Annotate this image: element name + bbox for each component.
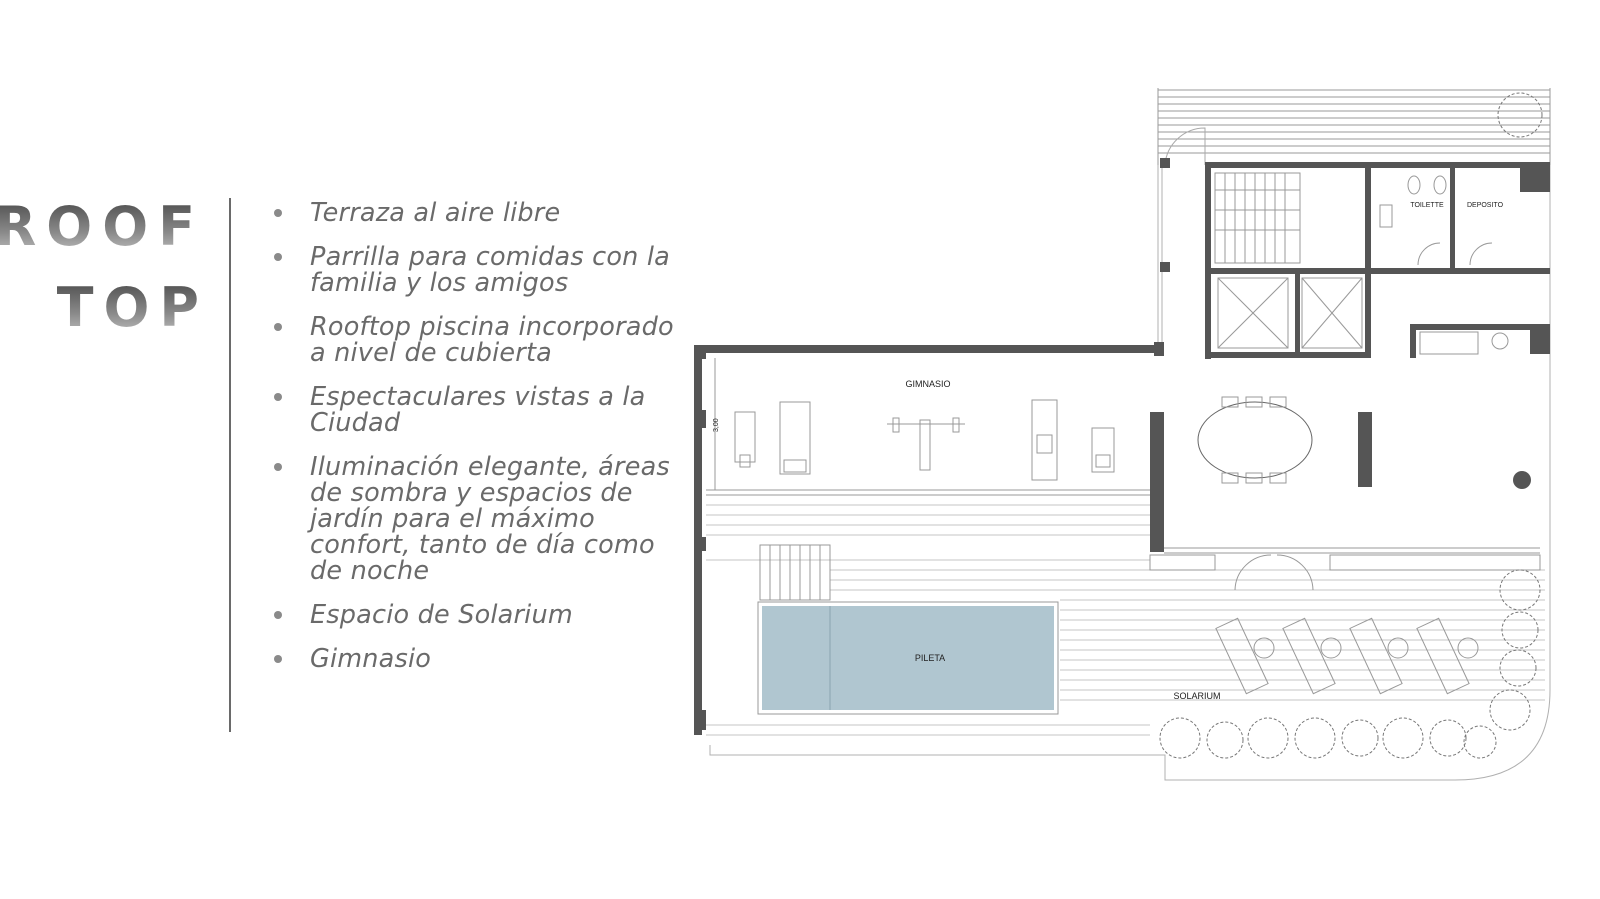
label-gym: GIMNASIO	[905, 379, 950, 389]
label-toilet: TOILETTE	[1410, 202, 1444, 209]
feature-item: Rooftop piscina incorporado a nivel de c…	[272, 314, 692, 366]
bullet-icon	[274, 655, 282, 663]
service-core	[1160, 158, 1550, 359]
feature-item: Parrilla para comidas con la familia y l…	[272, 244, 692, 296]
feature-text: Rooftop piscina incorporado a nivel de c…	[310, 312, 674, 368]
sun-loungers	[1215, 617, 1479, 695]
feature-list: Terraza al aire libre Parrilla para comi…	[272, 200, 692, 690]
bullet-icon	[274, 323, 282, 331]
heading-line-1: ROOF	[0, 200, 205, 254]
upper-terrace	[1157, 88, 1551, 165]
double-door-icon	[1234, 554, 1314, 591]
feature-item: Gimnasio	[272, 646, 692, 672]
outer-boundary	[709, 165, 1551, 781]
door-arc-icon	[1164, 127, 1206, 166]
heading-line-2: TOP	[56, 276, 209, 339]
label-solarium: SOLARIUM	[1173, 691, 1220, 701]
feature-item: Espectaculares vistas a la Ciudad	[272, 384, 692, 436]
bullet-icon	[274, 209, 282, 217]
feature-text: Parrilla para comidas con la familia y l…	[310, 242, 670, 298]
label-dimension: 3,00	[713, 418, 720, 432]
bullet-icon	[274, 393, 282, 401]
feature-item: Espacio de Solarium	[272, 602, 692, 628]
label-pool: PILETA	[915, 653, 945, 663]
label-storage: DEPOSITO	[1467, 202, 1504, 209]
feature-item: Terraza al aire libre	[272, 200, 692, 226]
dining-table	[1197, 401, 1313, 479]
feature-text: Espectaculares vistas a la Ciudad	[310, 382, 646, 438]
feature-item: Iluminación elegante, áreas de sombra y …	[272, 454, 692, 584]
bullet-icon	[274, 463, 282, 471]
divider-line	[229, 198, 231, 732]
feature-text: Iluminación elegante, áreas de sombra y …	[310, 452, 670, 586]
bullet-icon	[274, 253, 282, 261]
stairs	[1214, 172, 1301, 264]
column-icon	[1513, 471, 1531, 489]
feature-text: Gimnasio	[310, 644, 432, 674]
bullet-icon	[274, 611, 282, 619]
pool-water	[762, 606, 1054, 710]
toilet-fixtures	[1379, 175, 1509, 355]
gym-equipment	[734, 399, 1115, 481]
pool-steps	[759, 544, 831, 601]
feature-text: Espacio de Solarium	[310, 600, 573, 630]
feature-text: Terraza al aire libre	[310, 198, 561, 228]
gym-walls	[694, 342, 1372, 735]
plant-icons	[1159, 92, 1543, 759]
elevators	[1217, 277, 1363, 349]
